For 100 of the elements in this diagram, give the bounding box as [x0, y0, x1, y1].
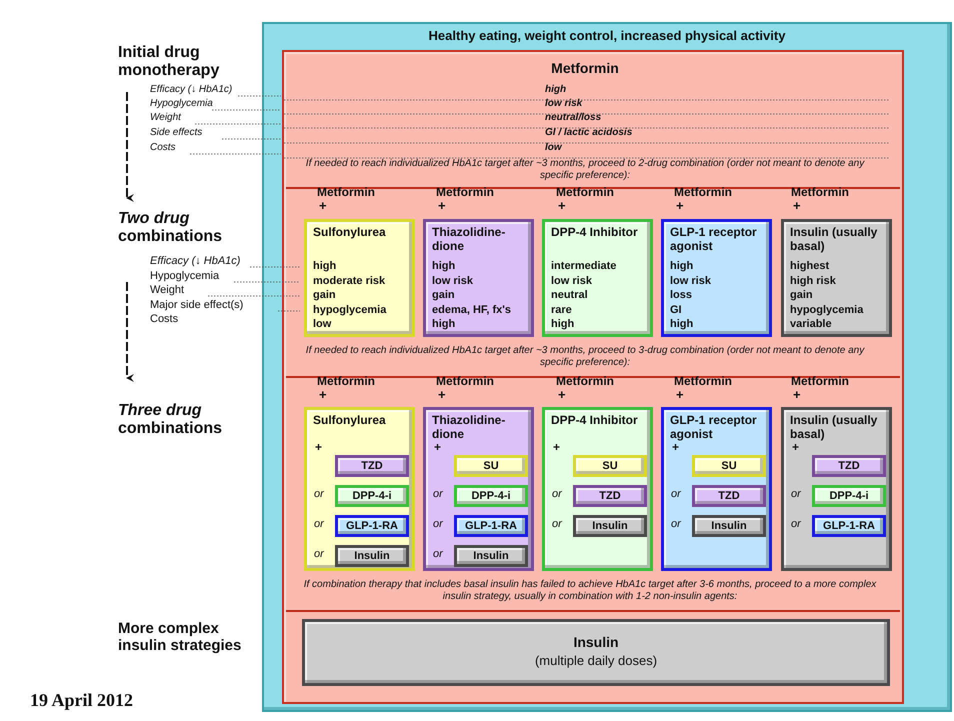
- property-value: variable: [790, 318, 832, 332]
- property-value: gain: [313, 289, 336, 302]
- metformin-value: high: [545, 84, 566, 96]
- plus-sign: +: [558, 199, 566, 214]
- row-label: Costs: [150, 142, 176, 154]
- plus-sign: +: [438, 199, 446, 214]
- property-value: high: [670, 318, 694, 332]
- plus-sign: +: [315, 441, 322, 455]
- dose-note: (multiple daily doses): [534, 654, 658, 669]
- or-text: or: [433, 548, 443, 561]
- drug-chip: [454, 545, 528, 567]
- drug-chip: [692, 515, 766, 537]
- drug-chip: [692, 455, 766, 477]
- plus-sign: +: [676, 388, 684, 403]
- property-value: intermediate: [551, 260, 616, 273]
- plus-sign: +: [793, 388, 801, 403]
- or-text: or: [552, 518, 562, 531]
- step-note: If needed to reach individualized HbA1c target after ~3 months, proceed to 3-drug combination (order not meant to denote any specific preference):: [304, 345, 866, 368]
- drug-chip: [573, 485, 647, 507]
- or-text: or: [791, 518, 801, 531]
- stage-heading: Two drug combinations: [118, 210, 224, 247]
- drug-box: [781, 219, 892, 337]
- row-label: Side effects: [150, 127, 202, 138]
- or-text: or: [314, 518, 324, 531]
- drug-abbreviation: DPP-4-i: [470, 490, 512, 503]
- or-text: or: [433, 518, 443, 531]
- drug-box: [781, 407, 892, 571]
- drug-chip: [335, 485, 409, 507]
- property-value: low risk: [432, 274, 473, 288]
- property-value: low risk: [551, 274, 592, 288]
- drug-chip: [335, 455, 409, 477]
- metformin-value: low: [545, 142, 562, 154]
- property-value: rare: [551, 304, 572, 316]
- band-title: Healthy eating, weight control, increased physical activity: [428, 29, 786, 44]
- property-value: low: [313, 318, 332, 332]
- step-note: If needed to reach individualized HbA1c target after ~3 months, proceed to 2-drug combination (order not meant to denote any specific preference):: [304, 158, 866, 181]
- plus-sign: +: [793, 199, 801, 214]
- stage-heading: Initial drug monotherapy: [118, 44, 220, 81]
- row-label: Costs: [150, 313, 178, 326]
- drug-box: [542, 407, 653, 571]
- metformin-heading: Metformin: [556, 186, 614, 200]
- property-value: high: [313, 260, 336, 273]
- row-label: Weight: [150, 284, 184, 297]
- metformin-heading: Metformin: [317, 375, 375, 389]
- metformin-heading: Metformin: [317, 186, 375, 200]
- drug-box: [661, 407, 772, 571]
- drug-name: Insulin (usually basal): [790, 226, 878, 254]
- property-value: low risk: [670, 274, 711, 288]
- drug-abbreviation: Insulin: [591, 520, 629, 533]
- drug-heading: Metformin: [550, 60, 620, 76]
- property-value: highest: [790, 260, 830, 273]
- drug-name: DPP-4 Inhibitor: [551, 226, 639, 240]
- metformin-heading: Metformin: [674, 375, 732, 389]
- drug-abbreviation: TZD: [717, 490, 741, 503]
- drug-chip: [573, 455, 647, 477]
- property-value: moderate risk: [313, 274, 386, 288]
- metformin-heading: Metformin: [674, 186, 732, 200]
- metformin-value: low risk: [545, 98, 582, 110]
- property-value: loss: [670, 289, 692, 302]
- drug-abbreviation: GLP-1-RA: [464, 520, 518, 533]
- row-label: Weight: [150, 112, 181, 124]
- drug-name: Insulin: [572, 634, 620, 650]
- plus-sign: +: [553, 441, 560, 455]
- drug-abbreviation: Insulin: [710, 520, 748, 533]
- drug-box: [304, 219, 415, 337]
- metformin-heading: Metformin: [791, 375, 849, 389]
- drug-name: Sulfonylurea: [313, 414, 387, 428]
- plus-sign: +: [319, 388, 327, 403]
- drug-chip: [812, 485, 886, 507]
- drug-box: [542, 219, 653, 337]
- drug-abbreviation: GLP-1-RA: [345, 520, 399, 533]
- metformin-heading: Metformin: [436, 375, 494, 389]
- or-text: or: [314, 548, 324, 561]
- drug-name: Insulin (usually basal): [790, 414, 878, 442]
- row-label: Major side effect(s): [150, 299, 244, 312]
- drug-chip: [454, 485, 528, 507]
- plus-sign: +: [672, 441, 680, 455]
- drug-name: Thiazolidine-dione: [432, 414, 506, 442]
- drug-name: Thiazolidine-dione: [432, 226, 506, 254]
- property-value: high: [670, 260, 694, 273]
- property-value: gain: [790, 289, 813, 302]
- property-value: hypoglycemia: [313, 304, 386, 316]
- drug-abbreviation: Insulin: [353, 550, 391, 563]
- drug-abbreviation: TZD: [598, 490, 622, 503]
- drug-name: GLP-1 receptor agonist: [670, 226, 758, 254]
- row-label: Hypoglycemia: [150, 270, 220, 283]
- drug-box: [423, 219, 534, 337]
- property-value: high: [551, 318, 574, 332]
- drug-abbreviation: SU: [482, 460, 500, 473]
- drug-abbreviation: Insulin: [472, 550, 510, 563]
- drug-abbreviation: SU: [720, 460, 738, 473]
- property-value: high risk: [790, 274, 836, 288]
- drug-abbreviation: DPP-4-i: [351, 490, 393, 503]
- property-value: GI: [670, 304, 682, 316]
- plus-sign: +: [558, 388, 566, 403]
- drug-chip: [335, 545, 409, 567]
- metformin-value: neutral/loss: [545, 112, 602, 124]
- property-value: edema, HF, fx's: [432, 304, 512, 316]
- drug-box: [423, 407, 534, 571]
- drug-name: Sulfonylurea: [313, 226, 387, 240]
